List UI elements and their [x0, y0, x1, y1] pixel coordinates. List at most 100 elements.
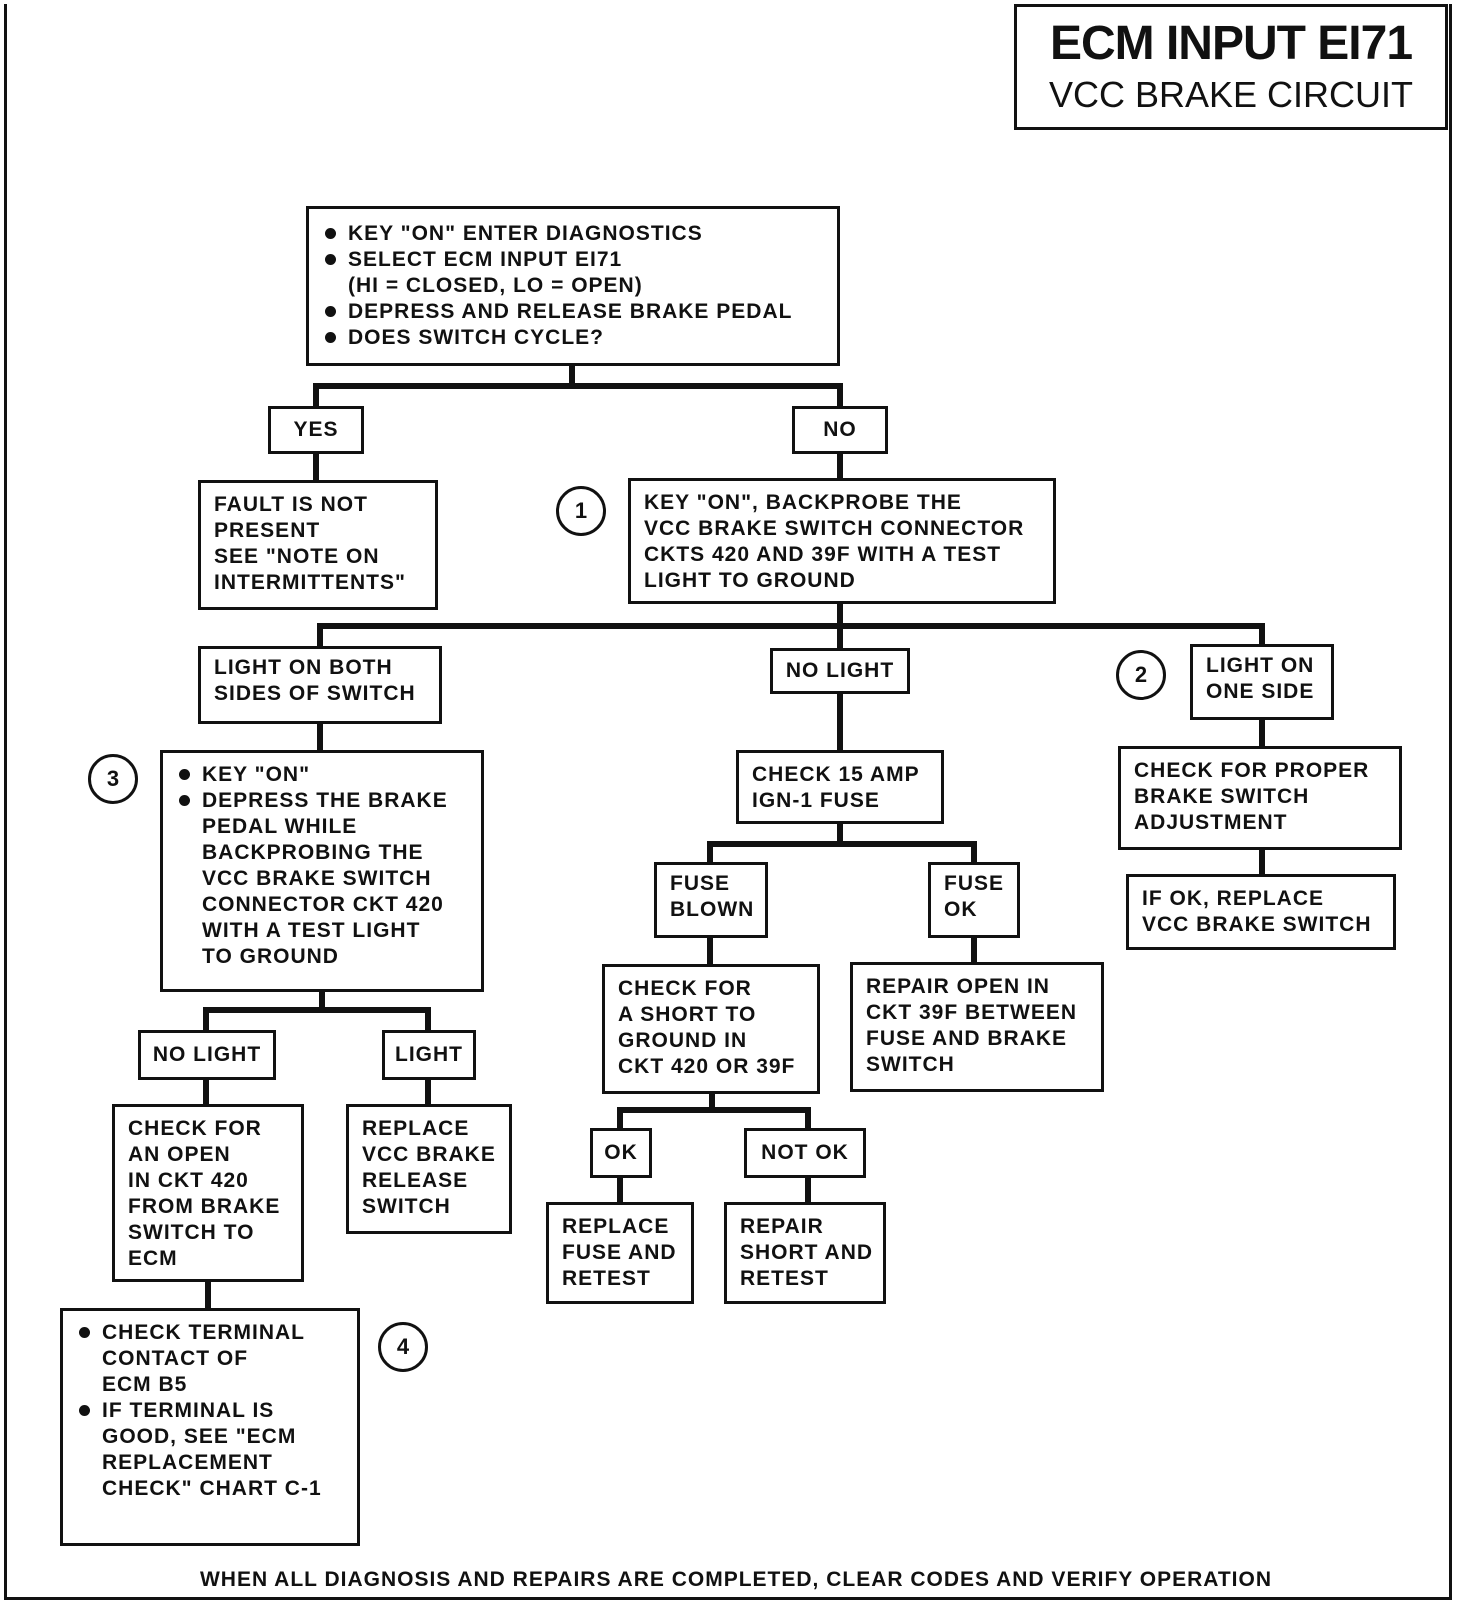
step-2-marker: 2	[1116, 650, 1166, 700]
replace-release-line: SWITCH	[362, 1195, 451, 1218]
light-one-side-line: LIGHT ON	[1206, 654, 1315, 677]
terminal-bullet: IF TERMINAL IS	[76, 1398, 345, 1424]
check-open-line: IN CKT 420	[128, 1169, 249, 1192]
light-both-sides-label: LIGHT ON BOTH SIDES OF SWITCH	[198, 646, 442, 724]
check-short-line: CKT 420 OR 39F	[618, 1055, 796, 1078]
fault-not-present-box: FAULT IS NOT PRESENT SEE "NOTE ON INTERM…	[198, 480, 438, 610]
replace-release-line: RELEASE	[362, 1169, 469, 1192]
no-light-label: NO LIGHT	[770, 648, 910, 694]
adjustment-line: ADJUSTMENT	[1134, 811, 1288, 834]
connector-step1-branches	[317, 623, 1265, 649]
start-bullet: DOES SWITCH CYCLE?	[322, 325, 825, 351]
check-fuse-line: IGN-1 FUSE	[752, 789, 880, 812]
adjustment-line: BRAKE SWITCH	[1134, 785, 1310, 808]
fault-line: PRESENT	[214, 519, 321, 542]
replace-switch-line: IF OK, REPLACE	[1142, 887, 1325, 910]
start-bullet: KEY "ON" ENTER DIAGNOSTICS	[322, 221, 825, 247]
light-one-side-line: ONE SIDE	[1206, 680, 1315, 703]
connector-fuse-branches	[707, 841, 977, 865]
start-box: KEY "ON" ENTER DIAGNOSTICS SELECT ECM IN…	[306, 206, 840, 366]
depress-line: TO GROUND	[202, 945, 339, 968]
depress-line: PEDAL WHILE	[202, 815, 358, 838]
terminal-line: CONTACT OF	[102, 1347, 249, 1370]
start-bullet: SELECT ECM INPUT EI71	[322, 247, 825, 273]
check-fuse-line: CHECK 15 AMP	[752, 763, 920, 786]
depress-brake-box: KEY "ON" DEPRESS THE BRAKE PEDAL WHILE B…	[160, 750, 484, 992]
light-one-side-label: LIGHT ON ONE SIDE	[1190, 644, 1334, 720]
repair-open-box: REPAIR OPEN IN CKT 39F BETWEEN FUSE AND …	[850, 962, 1104, 1092]
fuse-ok-line: FUSE	[944, 872, 1005, 895]
connector-short-branches	[617, 1107, 811, 1131]
replace-fuse-box: REPLACE FUSE AND RETEST	[546, 1202, 694, 1304]
replace-fuse-line: FUSE AND	[562, 1241, 677, 1264]
check-fuse-box: CHECK 15 AMP IGN-1 FUSE	[736, 750, 944, 824]
repair-short-box: REPAIR SHORT AND RETEST	[724, 1202, 886, 1304]
check-open-box: CHECK FOR AN OPEN IN CKT 420 FROM BRAKE …	[112, 1104, 304, 1282]
backprobe-line: LIGHT TO GROUND	[644, 569, 856, 592]
depress-line: WITH A TEST LIGHT	[202, 919, 421, 942]
light-both-line: SIDES OF SWITCH	[214, 682, 416, 705]
terminal-check-box: CHECK TERMINAL CONTACT OF ECM B5 IF TERM…	[60, 1308, 360, 1546]
adjustment-line: CHECK FOR PROPER	[1134, 759, 1370, 782]
step-3-marker: 3	[88, 754, 138, 804]
depress-line: BACKPROBING THE	[202, 841, 424, 864]
replace-fuse-line: RETEST	[562, 1267, 651, 1290]
yes-label: YES	[268, 406, 364, 454]
start-bullet: DEPRESS AND RELEASE BRAKE PEDAL	[322, 299, 825, 325]
footer-instruction: WHEN ALL DIAGNOSIS AND REPAIRS ARE COMPL…	[199, 1568, 1273, 1591]
repair-open-line: FUSE AND BRAKE	[866, 1027, 1068, 1050]
connector-start-yes-no	[313, 383, 843, 409]
check-open-line: SWITCH TO	[128, 1221, 255, 1244]
fuse-ok-label: FUSE OK	[928, 862, 1020, 938]
replace-release-line: VCC BRAKE	[362, 1143, 496, 1166]
adjustment-box: CHECK FOR PROPER BRAKE SWITCH ADJUSTMENT	[1118, 746, 1402, 850]
step-4-marker: 4	[378, 1322, 428, 1372]
terminal-line: CHECK" CHART C-1	[102, 1477, 322, 1500]
terminal-bullet: CHECK TERMINAL	[76, 1320, 345, 1346]
repair-open-line: SWITCH	[866, 1053, 955, 1076]
replace-release-line: REPLACE	[362, 1117, 470, 1140]
depress-line: CONNECTOR CKT 420	[202, 893, 444, 916]
depress-bullet: KEY "ON"	[176, 762, 469, 788]
fault-line: FAULT IS NOT	[214, 493, 368, 516]
check-short-line: CHECK FOR	[618, 977, 752, 1000]
fault-line: INTERMITTENTS"	[214, 571, 406, 594]
chart-subtitle: VCC BRAKE CIRCUIT	[1048, 74, 1414, 115]
fault-line: SEE "NOTE ON	[214, 545, 380, 568]
start-note: (HI = CLOSED, LO = OPEN)	[348, 274, 643, 297]
no-label: NO	[792, 406, 888, 454]
backprobe-line: VCC BRAKE SWITCH CONNECTOR	[644, 517, 1025, 540]
depress-bullet: DEPRESS THE BRAKE	[176, 788, 469, 814]
check-short-box: CHECK FOR A SHORT TO GROUND IN CKT 420 O…	[602, 964, 820, 1094]
backprobe-box: KEY "ON", BACKPROBE THE VCC BRAKE SWITCH…	[628, 478, 1056, 604]
light-both-line: LIGHT ON BOTH	[214, 656, 393, 679]
check-short-line: GROUND IN	[618, 1029, 748, 1052]
fuse-blown-line: BLOWN	[670, 898, 755, 921]
chart-title: ECM INPUT EI71	[1049, 17, 1413, 70]
connector-step3-branches	[203, 1007, 431, 1033]
backprobe-line: CKTS 420 AND 39F WITH A TEST	[644, 543, 1002, 566]
repair-short-line: SHORT AND	[740, 1241, 874, 1264]
replace-switch-box: IF OK, REPLACE VCC BRAKE SWITCH	[1126, 874, 1396, 950]
repair-short-line: RETEST	[740, 1267, 829, 1290]
light-label: LIGHT	[382, 1030, 476, 1080]
replace-release-box: REPLACE VCC BRAKE RELEASE SWITCH	[346, 1104, 512, 1234]
check-open-line: FROM BRAKE	[128, 1195, 281, 1218]
repair-open-line: CKT 39F BETWEEN	[866, 1001, 1078, 1024]
fuse-ok-line: OK	[944, 898, 978, 921]
check-short-line: A SHORT TO	[618, 1003, 757, 1026]
terminal-line: REPLACEMENT	[102, 1451, 273, 1474]
replace-switch-line: VCC BRAKE SWITCH	[1142, 913, 1372, 936]
repair-short-line: REPAIR	[740, 1215, 824, 1238]
depress-line: VCC BRAKE SWITCH	[202, 867, 432, 890]
terminal-line: ECM B5	[102, 1373, 188, 1396]
repair-open-line: REPAIR OPEN IN	[866, 975, 1050, 998]
fuse-blown-line: FUSE	[670, 872, 731, 895]
replace-fuse-line: REPLACE	[562, 1215, 670, 1238]
check-open-line: AN OPEN	[128, 1143, 231, 1166]
no-light-2-label: NO LIGHT	[138, 1030, 276, 1080]
check-open-line: CHECK FOR	[128, 1117, 262, 1140]
step-1-marker: 1	[556, 486, 606, 536]
fuse-blown-label: FUSE BLOWN	[654, 862, 768, 938]
